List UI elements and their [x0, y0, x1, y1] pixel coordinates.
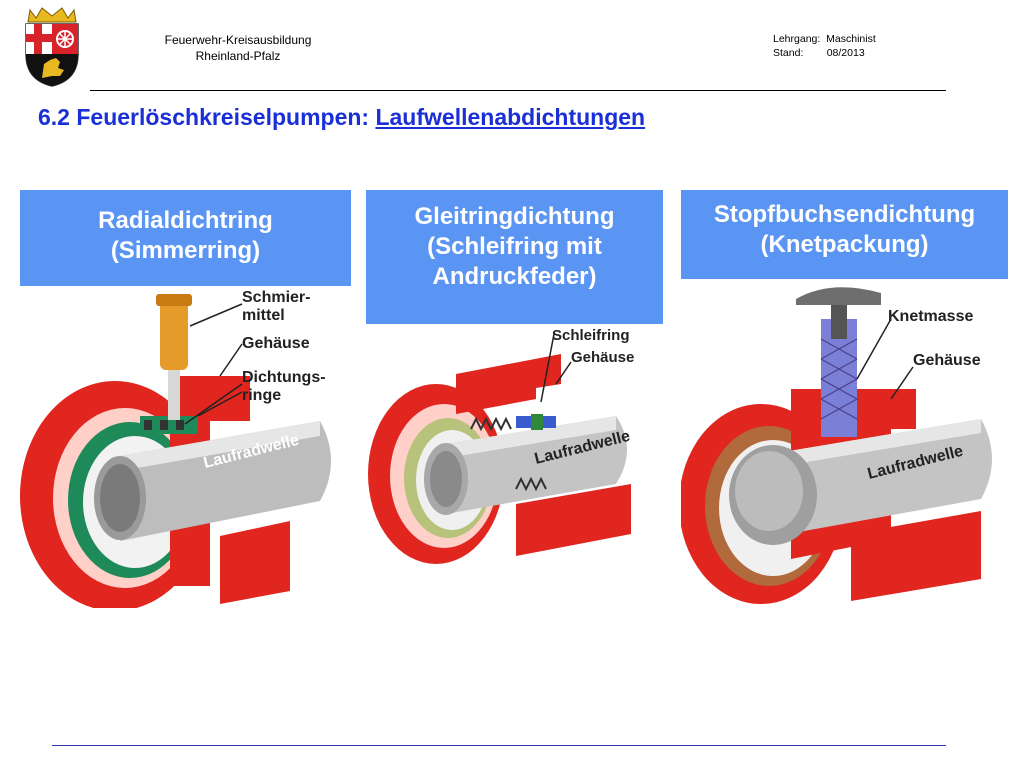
- panel-gland-packing: Stopfbuchsendichtung (Knetpackung) Knetm…: [681, 190, 1008, 608]
- heading-line-2: (Knetpackung): [760, 231, 929, 258]
- panel-heading: Gleitringdichtung (Schleifring mit Andru…: [366, 190, 663, 324]
- heading-line-1: Stopfbuchsendichtung: [713, 201, 976, 228]
- label-lubricant-2: mittel: [242, 307, 285, 324]
- label-housing: Gehäuse: [571, 349, 634, 366]
- label-packing: Knetmasse: [888, 308, 973, 325]
- course-info: Lehrgang: Maschinist Stand: 08/2013: [773, 32, 876, 60]
- panel-mechanical-seal: Gleitringdichtung (Schleifring mit Andru…: [366, 190, 663, 602]
- label-seal-1: Dichtungs-: [242, 369, 326, 386]
- header-divider: [90, 90, 946, 91]
- radial-seal-illustration: Schmier- mittel Gehäuse Dichtungs- ringe…: [20, 289, 331, 608]
- gland-packing-illustration: Knetmasse Gehäuse Laufradwelle: [681, 287, 992, 604]
- heading-line-3: Andruckfeder): [432, 263, 597, 290]
- status-value: 08/2013: [826, 47, 865, 59]
- course-value: Maschinist: [826, 33, 876, 45]
- title-topic: Laufwellenabdichtungen: [375, 104, 646, 130]
- label-housing: Gehäuse: [242, 335, 310, 352]
- label-housing: Gehäuse: [913, 352, 981, 369]
- coat-of-arms-logo: [25, 7, 79, 87]
- title-prefix: 6.2 Feuerlöschkreiselpumpen:: [38, 104, 370, 130]
- label-lubricant-1: Schmier-: [242, 289, 310, 306]
- page-title: 6.2 Feuerlöschkreiselpumpen: Laufwellena…: [38, 104, 645, 131]
- heading-line-1: Radialdichtring: [98, 207, 273, 234]
- label-seal-2: ringe: [242, 387, 281, 404]
- heading-line-2: (Schleifring mit: [427, 233, 602, 260]
- organization-name: Feuerwehr-Kreisausbildung Rheinland-Pfal…: [128, 32, 348, 64]
- mechanical-seal-illustration: Schleifring Gehäuse Laufradwelle: [368, 327, 634, 564]
- org-line-1: Feuerwehr-Kreisausbildung: [164, 33, 312, 47]
- panel-radial-seal: Radialdichtring (Simmerring) Schmier- mi…: [20, 190, 351, 608]
- label-ring: Schleifring: [552, 327, 630, 344]
- panel-heading: Radialdichtring (Simmerring): [20, 190, 351, 286]
- footer-divider: [52, 745, 946, 746]
- course-label: Lehrgang:: [773, 33, 821, 45]
- org-line-2: Rheinland-Pfalz: [195, 49, 281, 63]
- heading-line-2: (Simmerring): [110, 237, 261, 264]
- panel-heading: Stopfbuchsendichtung (Knetpackung): [681, 190, 1008, 279]
- status-label: Stand:: [773, 47, 804, 59]
- heading-line-1: Gleitringdichtung: [414, 203, 615, 230]
